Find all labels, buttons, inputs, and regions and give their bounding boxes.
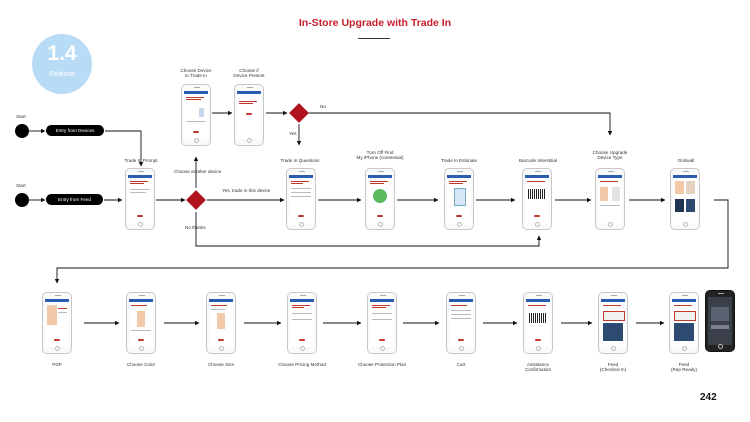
label-feed-rep-ready: Feed (Rep Ready) bbox=[670, 362, 698, 373]
label-choose-size: Choose Size bbox=[207, 362, 235, 367]
release-label: Release bbox=[49, 71, 75, 78]
arrow-no-upgrade bbox=[308, 112, 613, 136]
screen-choose-size bbox=[206, 292, 236, 354]
screen-choose-protection bbox=[367, 292, 397, 354]
screen-choose-present bbox=[234, 84, 264, 146]
release-badge: 1.4 Release bbox=[32, 34, 92, 94]
label-pdp: PDP bbox=[52, 362, 62, 367]
screen-cart bbox=[446, 292, 476, 354]
screen-feed-rep-ready bbox=[669, 292, 699, 354]
screen-choose-color bbox=[126, 292, 156, 354]
arrow-gridwall-pdp bbox=[54, 199, 729, 284]
screen-barcode-interstitial bbox=[522, 168, 552, 230]
label-choose-device: Choose Device to Trade In bbox=[180, 68, 212, 79]
label-trade-in-prompt: Trade In Prompt bbox=[124, 158, 158, 163]
page-title: In-Store Upgrade with Trade In bbox=[298, 17, 452, 29]
label-choose-color: Choose Color bbox=[126, 362, 156, 367]
label-choose-upgrade-type: Choose Upgrade Device Type bbox=[592, 150, 628, 161]
label-yes: Yes bbox=[289, 131, 297, 136]
entry-from-feed: Entry from Feed bbox=[46, 194, 103, 205]
screen-feed-checked-in bbox=[598, 292, 628, 354]
arrow-nothanks-barcode bbox=[195, 212, 542, 247]
screen-trade-in-estimate bbox=[444, 168, 474, 230]
screen-gridwall bbox=[670, 168, 700, 230]
start-node-bottom bbox=[15, 193, 29, 207]
release-number: 1.4 bbox=[47, 42, 77, 65]
label-no-thanks: No thanks bbox=[185, 225, 206, 230]
screen-pdp bbox=[42, 292, 72, 354]
screen-choose-upgrade-type bbox=[595, 168, 625, 230]
screen-assistance bbox=[523, 292, 553, 354]
label-cart: Cart bbox=[456, 362, 466, 367]
label-choose-protection: Choose Protection Plan bbox=[357, 362, 407, 367]
title-underline bbox=[358, 38, 390, 39]
label-trade-in-questions: Trade In Questions bbox=[280, 158, 320, 163]
screen-choose-device bbox=[181, 84, 211, 146]
screen-trade-in-questions bbox=[286, 168, 316, 230]
screen-turn-off-find bbox=[365, 168, 395, 230]
label-trade-in-estimate: Trade In Estimate bbox=[440, 158, 478, 163]
screen-choose-pricing bbox=[287, 292, 317, 354]
screen-feed-rep-ready-dark bbox=[705, 290, 735, 352]
label-no: No bbox=[320, 104, 326, 109]
screen-trade-in-prompt bbox=[125, 168, 155, 230]
label-gridwall: Gridwall bbox=[677, 158, 695, 163]
entry-from-devices: Entry from Devices bbox=[46, 125, 104, 136]
label-yes-trade-this: Yes, trade in this device bbox=[222, 188, 271, 193]
page-number: 242 bbox=[700, 392, 717, 403]
arrow-devices-prompt bbox=[105, 130, 144, 167]
start-node-top bbox=[15, 124, 29, 138]
label-barcode-interstitial: Barcode Interstitial bbox=[518, 158, 558, 163]
label-choose-another-device: Choose another device bbox=[174, 169, 222, 174]
label-assistance: Assistance Confirmation bbox=[524, 362, 552, 373]
label-feed-checked-in: Feed (Checked In) bbox=[599, 362, 627, 373]
start-label-top: Start bbox=[16, 114, 26, 119]
label-choose-pricing: Choose Pricing Method bbox=[278, 362, 326, 367]
start-label-bottom: Start bbox=[16, 183, 26, 188]
label-choose-present: Choose if Device Present bbox=[233, 68, 265, 79]
label-turn-off-find: Turn Off Find My iPhone (contextual) bbox=[356, 150, 404, 161]
